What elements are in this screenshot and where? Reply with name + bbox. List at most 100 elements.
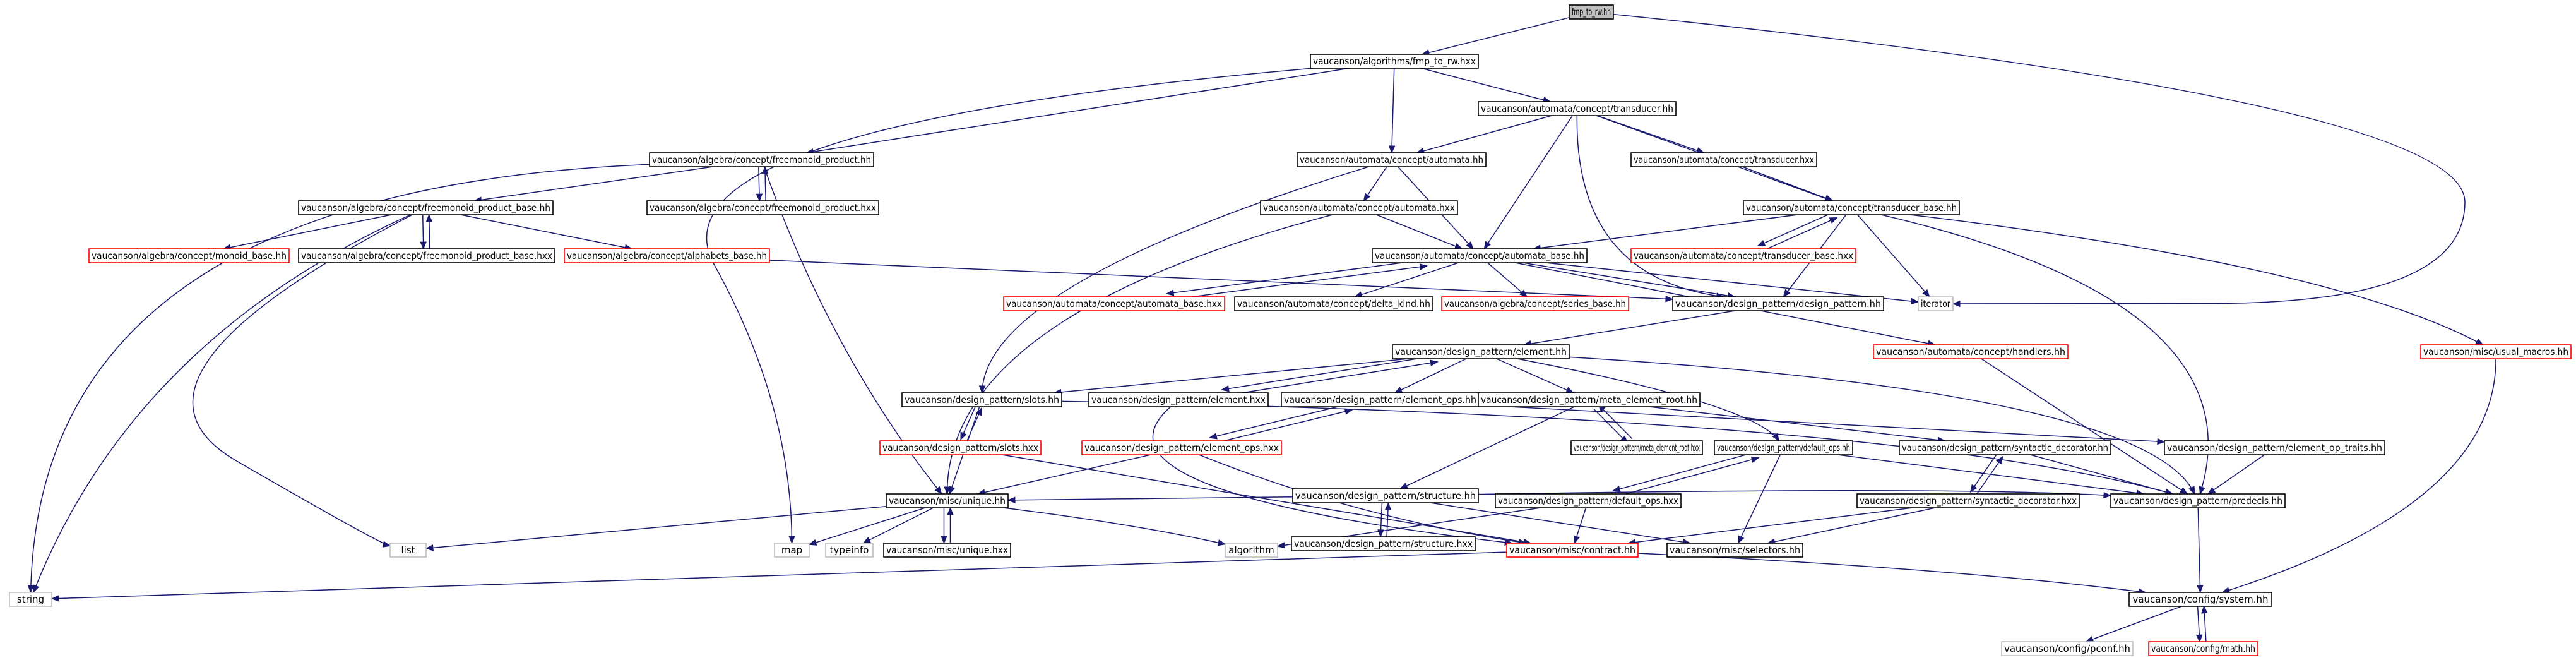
edge-arrowhead <box>756 193 763 202</box>
edge-element_hh-to-element_ops_hh <box>1394 358 1467 393</box>
node-box <box>1570 440 1703 455</box>
edge-syntactic_decorator_hxx-to-syntactic_decorator_hh <box>1975 455 2003 496</box>
node-label: vaucanson/design_pattern/default_ops.hh <box>1717 442 1850 454</box>
edge-arrowhead <box>1454 243 1463 249</box>
node-map: map <box>774 543 810 558</box>
edge-arrowhead <box>2207 487 2216 495</box>
edge-fmp_to_rw_hxx-to-automata_hh <box>1388 68 1396 154</box>
edge-unique_hh-to-typeinfo <box>862 507 934 544</box>
node-box <box>298 200 554 215</box>
edge-arrowhead <box>2199 486 2205 495</box>
edge-default_ops_hh-to-default_ops_hxx <box>1611 451 1757 493</box>
node-unique-hh[interactable]: vaucanson/misc/unique.hh <box>886 493 1009 508</box>
node-label: vaucanson/automata/concept/handlers.hh <box>1876 346 2065 357</box>
edge-arrowhead <box>2188 486 2195 495</box>
node-automata-base-hxx[interactable]: vaucanson/automata/concept/automata_base… <box>1003 296 1225 311</box>
node-system-hh[interactable]: vaucanson/config/system.hh <box>2128 592 2272 607</box>
node-syntactic-decorator-hh[interactable]: vaucanson/design_pattern/syntactic_decor… <box>1899 440 2111 455</box>
edge-arrowhead <box>1276 542 1286 549</box>
node-automata-base-hh[interactable]: vaucanson/automata/concept/automata_base… <box>1372 248 1588 263</box>
node-fmp-to-rw-hxx[interactable]: vaucanson/algorithms/fmp_to_rw.hxx <box>1310 54 1479 69</box>
edge-automata_hxx-to-automata_base_hh <box>1376 214 1463 249</box>
node-freemonoid-product-base-hxx[interactable]: vaucanson/algebra/concept/freemonoid_pro… <box>298 248 555 263</box>
node-slots-hxx[interactable]: vaucanson/design_pattern/slots.hxx <box>879 440 1042 455</box>
node-usual-macros-hh[interactable]: vaucanson/misc/usual_macros.hh <box>2420 344 2572 359</box>
node-box <box>901 392 1062 407</box>
edge-arrowhead <box>788 536 795 544</box>
node-freemonoid-product-hxx[interactable]: vaucanson/algebra/concept/freemonoid_pro… <box>646 200 879 215</box>
node-structure-hxx[interactable]: vaucanson/design_pattern/structure.hxx <box>1291 536 1476 551</box>
edge-line <box>1649 406 1945 441</box>
node-selectors-hh[interactable]: vaucanson/misc/selectors.hh <box>1666 543 1803 558</box>
node-element-hxx[interactable]: vaucanson/design_pattern/element.hxx <box>1088 392 1269 407</box>
node-default-ops-hh[interactable]: vaucanson/design_pattern/default_ops.hh <box>1714 440 1853 455</box>
node-element-ops-hh[interactable]: vaucanson/design_pattern/element_ops.hh <box>1281 392 1480 407</box>
node-slots-hh[interactable]: vaucanson/design_pattern/slots.hh <box>901 392 1062 407</box>
node-label: vaucanson/config/math.hh <box>2151 643 2255 654</box>
edge-arrowhead <box>1384 501 1392 510</box>
edge-element_hh-to-element_hxx <box>1221 355 1437 392</box>
node-transducer-hxx[interactable]: vaucanson/automata/concept/transducer.hx… <box>1630 152 1817 167</box>
edge-structure_hh-to-predecls_hh <box>1478 490 2112 499</box>
edge-line <box>1061 400 2173 495</box>
edge-line <box>1628 507 1913 544</box>
node-label: vaucanson/design_pattern/default_ops.hxx <box>1498 495 1678 507</box>
node-label: vaucanson/design_pattern/design_pattern.… <box>1675 298 1881 310</box>
node-element-ops-hxx[interactable]: vaucanson/design_pattern/element_ops.hxx <box>1081 440 1282 455</box>
edge-line <box>1975 456 2003 496</box>
node-freemonoid-product-hh[interactable]: vaucanson/algebra/concept/freemonoid_pro… <box>649 152 874 167</box>
node-design-pattern-hh[interactable]: vaucanson/design_pattern/design_pattern.… <box>1672 296 1884 311</box>
node-handlers-hh[interactable]: vaucanson/automata/concept/handlers.hh <box>1873 344 2069 359</box>
node-contract-hh[interactable]: vaucanson/misc/contract.hh <box>1506 543 1639 558</box>
node-transducer-hh[interactable]: vaucanson/automata/concept/transducer.hh <box>1478 101 1677 116</box>
node-delta-kind-hh[interactable]: vaucanson/automata/concept/delta_kind.hh <box>1234 296 1433 311</box>
node-box <box>1478 392 1701 407</box>
node-alphabets-base-hh[interactable]: vaucanson/algebra/concept/alphabets_base… <box>564 248 770 263</box>
node-label: vaucanson/algebra/concept/monoid_base.hh <box>92 250 287 262</box>
node-fmp-to-rw-hh[interactable]: fmp_to_rw.hh <box>1569 4 1614 20</box>
node-iterator: iterator <box>1918 296 1954 311</box>
node-box <box>1260 200 1458 215</box>
edge-arrowhead <box>1221 385 1230 392</box>
edge-arrowhead <box>960 431 967 441</box>
edge-line <box>1478 404 2165 443</box>
node-freemonoid-product-base-hh[interactable]: vaucanson/algebra/concept/freemonoid_pro… <box>298 200 554 215</box>
node-box <box>1372 248 1588 263</box>
edge-automata_hh-to-automata_hxx <box>1363 166 1387 202</box>
edge-fmp_to_rw_hh-to-fmp_to_rw_hxx <box>1421 17 1570 56</box>
node-meta-element-root-hh[interactable]: vaucanson/design_pattern/meta_element_ro… <box>1478 392 1701 407</box>
node-predecls-hh[interactable]: vaucanson/design_pattern/predecls.hh <box>2110 493 2286 508</box>
node-element-hh[interactable]: vaucanson/design_pattern/element.hh <box>1392 344 1570 359</box>
node-element-op-traits-hh[interactable]: vaucanson/design_pattern/element_op_trai… <box>2164 440 2385 455</box>
node-syntactic-decorator-hxx[interactable]: vaucanson/design_pattern/syntactic_decor… <box>1856 493 2080 508</box>
node-default-ops-hxx[interactable]: vaucanson/design_pattern/default_ops.hxx <box>1495 493 1682 508</box>
node-box <box>2110 493 2286 508</box>
edge-line <box>1478 490 2111 496</box>
edge-arrowhead <box>2475 338 2484 345</box>
node-label: vaucanson/design_pattern/structure.hxx <box>1294 538 1473 550</box>
node-layer: fmp_to_rw.hh vaucanson/algorithms/fmp_to_… <box>9 4 2572 656</box>
node-transducer-base-hh[interactable]: vaucanson/automata/concept/transducer_ba… <box>1743 200 1960 215</box>
node-label: vaucanson/design_pattern/element_ops.hh <box>1284 394 1476 406</box>
edge-line <box>1391 68 1395 153</box>
node-unique-hxx[interactable]: vaucanson/misc/unique.hxx <box>883 543 1011 558</box>
node-automata-hxx[interactable]: vaucanson/automata/concept/automata.hxx <box>1260 200 1458 215</box>
edge-line <box>51 551 1507 599</box>
node-meta-element-root-hxx[interactable]: vaucanson/design_pattern/meta_element_ro… <box>1570 440 1703 455</box>
node-label: vaucanson/automata/concept/automata.hh <box>1300 154 1483 165</box>
edge-arrowhead <box>978 385 986 394</box>
edge-element_hh-to-slots_hh <box>1053 358 1409 396</box>
node-box <box>1291 536 1476 551</box>
node-series-base-hh[interactable]: vaucanson/algebra/concept/series_base.hh <box>1441 296 1629 311</box>
node-transducer-base-hxx[interactable]: vaucanson/automata/concept/transducer_ba… <box>1630 248 1856 263</box>
edge-line <box>223 214 392 249</box>
node-monoid-base-hh[interactable]: vaucanson/algebra/concept/monoid_base.hh <box>88 248 290 263</box>
edge-freemonoid_product_base_hh-to-string <box>33 214 411 594</box>
node-box <box>1666 543 1803 558</box>
node-label: vaucanson/config/pconf.hh <box>2004 643 2130 654</box>
node-math-hh[interactable]: vaucanson/config/math.hh <box>2148 641 2258 656</box>
node-automata-hh[interactable]: vaucanson/automata/concept/automata.hh <box>1297 152 1487 167</box>
edge-predecls_hh-to-system_hh <box>2197 507 2204 594</box>
node-structure-hh[interactable]: vaucanson/design_pattern/structure.hh <box>1292 488 1479 503</box>
